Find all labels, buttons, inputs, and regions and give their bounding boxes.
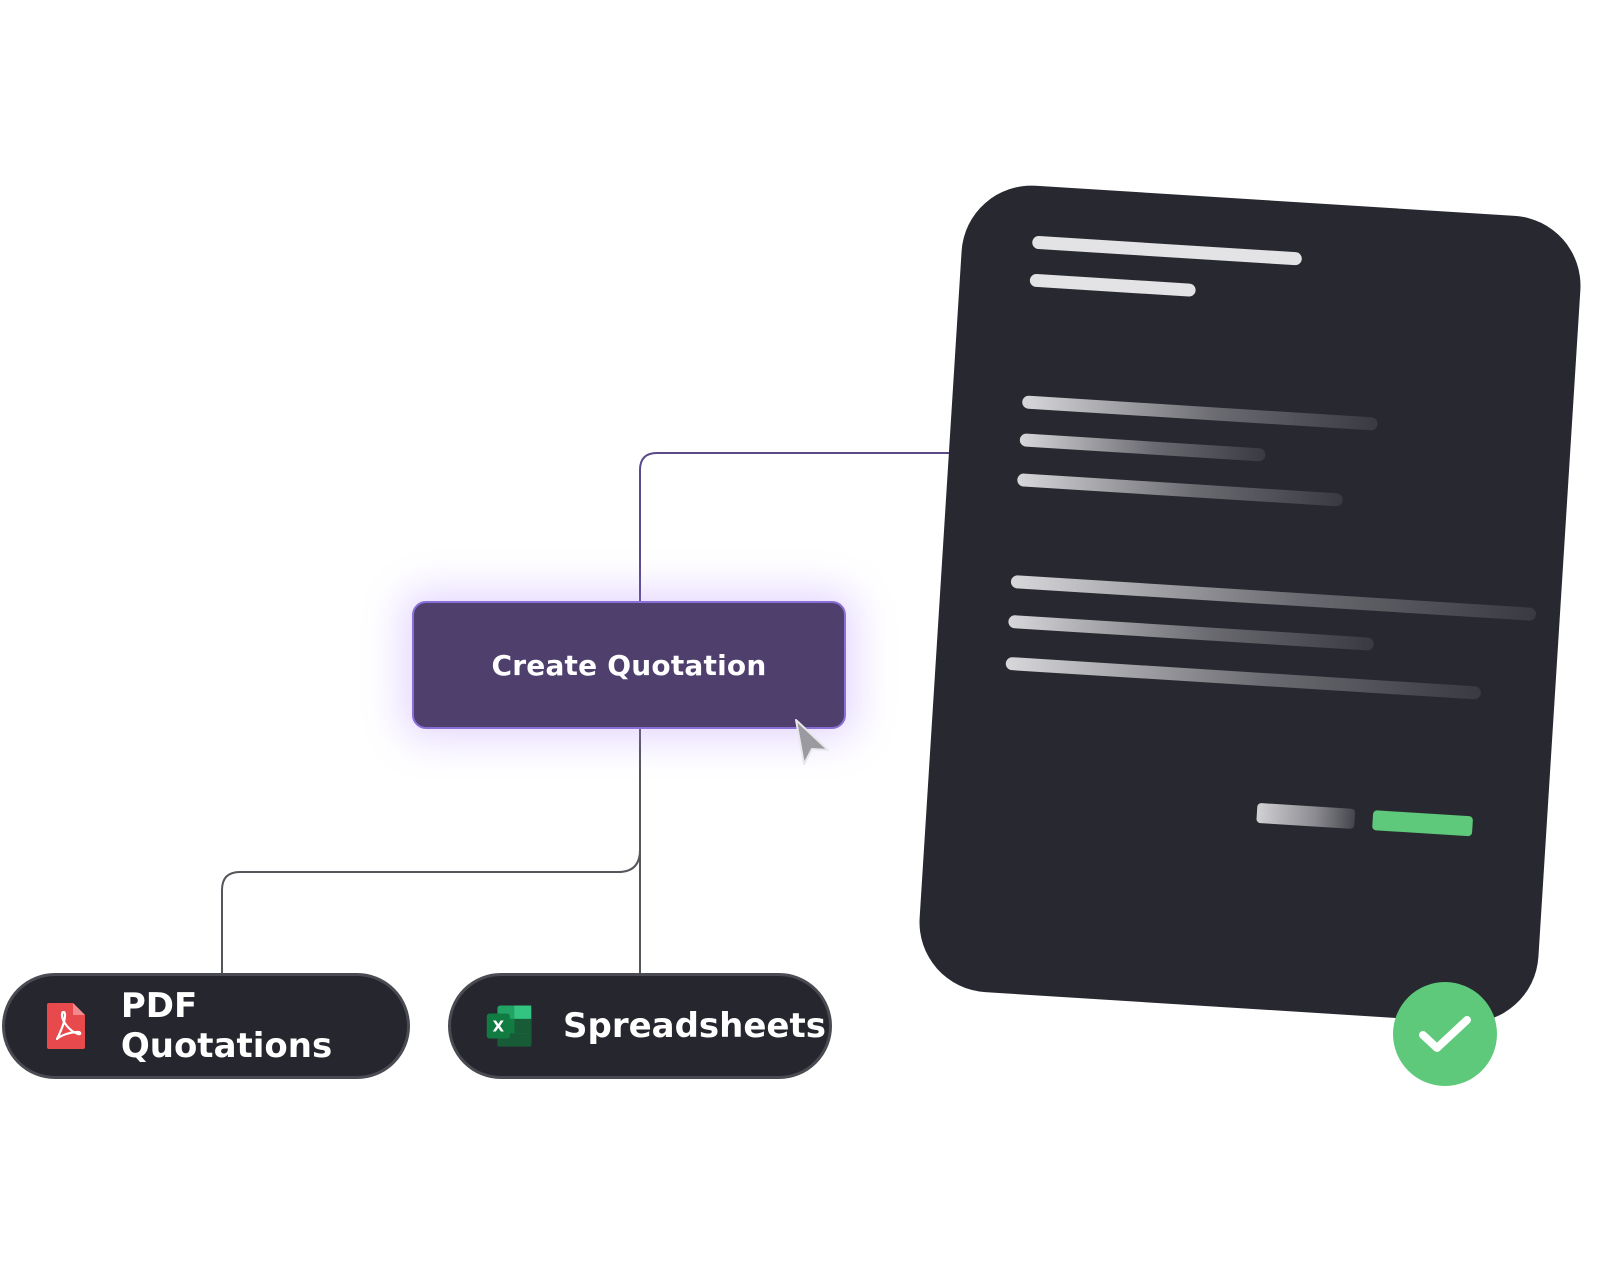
pdf-quotations-label: PDF Quotations: [120, 986, 333, 1066]
mouse-cursor-icon: [795, 719, 829, 765]
spreadsheets-label: Spreadsheets: [563, 1006, 826, 1046]
svg-text:X: X: [493, 1017, 505, 1035]
quotation-document: [915, 181, 1585, 1027]
doc-text-line: [1010, 574, 1537, 621]
pdf-icon: [43, 1000, 89, 1052]
doc-text-line: [1005, 656, 1482, 700]
connector-to-pdf: [221, 849, 641, 973]
checkmark-icon: [1419, 1016, 1471, 1052]
pdf-quotations-option[interactable]: PDF Quotations: [2, 973, 410, 1079]
doc-secondary-button: [1256, 802, 1356, 829]
doc-subtitle-line: [1029, 273, 1196, 297]
create-quotation-label: Create Quotation: [491, 648, 767, 682]
doc-text-line: [1021, 395, 1378, 431]
doc-text-line: [1008, 614, 1375, 651]
connector-to-document: [639, 452, 978, 601]
doc-text-line: [1016, 473, 1344, 507]
doc-title-line: [1031, 235, 1303, 266]
success-badge: [1393, 982, 1497, 1086]
create-quotation-button[interactable]: Create Quotation: [412, 601, 846, 729]
excel-icon: X: [485, 1000, 533, 1052]
doc-text-line: [1019, 433, 1266, 462]
spreadsheets-option[interactable]: X Spreadsheets: [448, 973, 832, 1079]
doc-primary-button: [1372, 810, 1474, 837]
